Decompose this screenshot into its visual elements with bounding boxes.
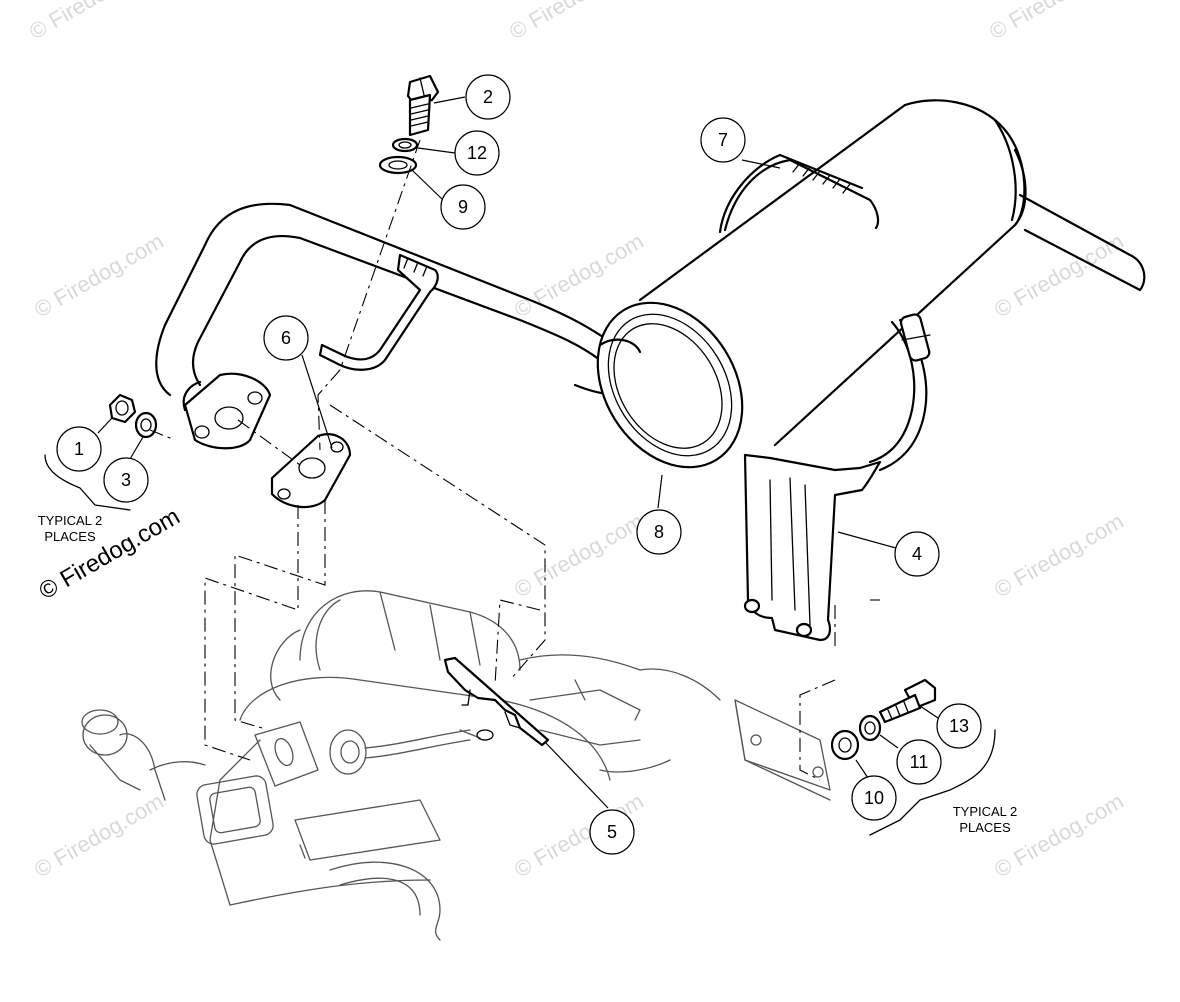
- note-right-line2: PLACES: [959, 820, 1011, 835]
- strap-part-7: [718, 153, 931, 472]
- gasket-part-6: [270, 433, 352, 509]
- callout-1: 1: [56, 426, 102, 472]
- callout-3: 3: [103, 457, 149, 503]
- assembly-centerlines: [149, 139, 880, 781]
- callout-12-label: 12: [467, 143, 487, 163]
- watermark: © Firedog.com: [990, 788, 1128, 882]
- mount-bracket-part-4: [743, 453, 882, 642]
- callout-1-label: 1: [74, 439, 84, 459]
- note-left-line2: PLACES: [44, 529, 96, 544]
- callout-8: 8: [636, 509, 682, 555]
- callout-5-label: 5: [607, 822, 617, 842]
- watermark: © Firedog.com: [30, 788, 168, 882]
- watermark: © Firedo: [25, 0, 111, 44]
- callout-12: 12: [454, 130, 500, 176]
- callout-10-label: 10: [864, 788, 884, 808]
- callout-13: 13: [936, 703, 982, 749]
- callout-9: 9: [440, 184, 486, 230]
- lock-washer-part-12: [391, 137, 419, 153]
- note-right-line1: TYPICAL 2: [953, 804, 1018, 819]
- watermark-layer: © Firedo © Firedo © Firedo © Firedog.com…: [25, 0, 1128, 882]
- nut-part-1: [108, 393, 137, 424]
- callout-2-label: 2: [483, 87, 493, 107]
- callout-4-label: 4: [912, 544, 922, 564]
- callout-10: 10: [851, 775, 897, 821]
- washer-part-9: [378, 155, 418, 175]
- bolt-part-2: [406, 74, 440, 137]
- washer-part-3: [134, 411, 158, 439]
- callout-6-label: 6: [281, 328, 291, 348]
- watermark: © Firedog.com: [990, 508, 1128, 602]
- callout-11-label: 11: [910, 752, 929, 772]
- hanger-bracket: [318, 253, 439, 371]
- watermark: © Firedog.com: [510, 508, 648, 602]
- callout-7: 7: [700, 117, 746, 163]
- callout-2: 2: [465, 74, 511, 120]
- bolt-part-13: [878, 678, 937, 724]
- watermark: © Firedog.com: [30, 228, 168, 322]
- bracket-part-5: [443, 656, 550, 747]
- callout-5: 5: [589, 809, 635, 855]
- washer-part-10: [830, 729, 860, 761]
- watermark: © Firedo: [985, 0, 1071, 44]
- muffler-part-8: [596, 99, 1146, 469]
- note-bracket-left: TYPICAL 2 PLACES: [38, 454, 131, 544]
- callout-6: 6: [263, 315, 309, 361]
- callout-11: 11: [896, 739, 942, 785]
- callout-leaders: [97, 96, 939, 809]
- callout-9-label: 9: [458, 197, 468, 217]
- note-bracket-right: TYPICAL 2 PLACES: [869, 729, 1018, 836]
- watermark: © Firedo: [505, 0, 591, 44]
- callout-7-label: 7: [718, 130, 728, 150]
- callout-8-label: 8: [654, 522, 664, 542]
- callout-4: 4: [894, 531, 940, 577]
- callout-13-label: 13: [949, 716, 969, 736]
- engine-assembly-drawing: [81, 590, 831, 941]
- lock-washer-part-11: [858, 714, 882, 742]
- callout-3-label: 3: [121, 470, 131, 490]
- note-left-line1: TYPICAL 2: [38, 513, 103, 528]
